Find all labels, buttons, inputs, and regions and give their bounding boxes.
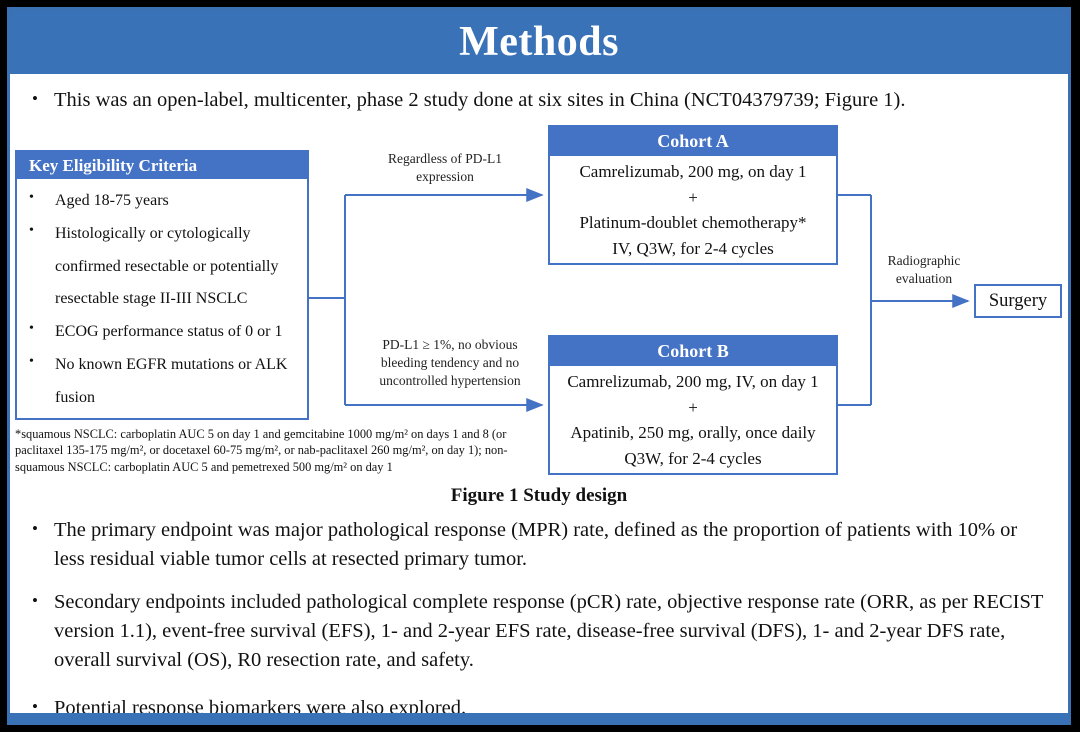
study-design-figure: Key Eligibility Criteria • Aged 18-75 ye… bbox=[10, 120, 1068, 520]
cohort-a-box: Cohort A Camrelizumab, 200 mg, on day 1 … bbox=[548, 125, 838, 265]
cohort-b-line: Q3W, for 2-4 cycles bbox=[624, 448, 762, 468]
bullet-marker: • bbox=[29, 353, 34, 369]
cohort-b-line: + bbox=[688, 397, 698, 417]
bullet-marker: • bbox=[29, 321, 34, 337]
eligibility-item: • No known EGFR mutations or ALK fusion bbox=[29, 349, 305, 415]
radiographic-evaluation-label: Radiographic evaluation bbox=[887, 253, 961, 287]
cohort-a-line: Platinum-doublet chemotherapy* bbox=[579, 213, 807, 232]
bullet-secondary-endpoints-text: Secondary endpoints included pathologica… bbox=[54, 591, 1044, 672]
bottom-accent-bar bbox=[10, 713, 1068, 722]
cohort-b-header: Cohort B bbox=[550, 337, 836, 366]
cohort-b-box: Cohort B Camrelizumab, 200 mg, IV, on da… bbox=[548, 335, 838, 475]
eligibility-list: • Aged 18-75 years • Histologically or c… bbox=[17, 179, 307, 415]
cohort-b-line: Camrelizumab, 200 mg, IV, on day 1 bbox=[567, 372, 819, 391]
cohort-b-line: Apatinib, 250 mg, orally, once daily bbox=[570, 423, 816, 442]
bullet-marker: • bbox=[29, 222, 34, 238]
title-bar: Methods bbox=[10, 10, 1068, 74]
eligibility-header: Key Eligibility Criteria bbox=[17, 152, 307, 179]
cohort-a-line: Camrelizumab, 200 mg, on day 1 bbox=[579, 162, 807, 181]
cohort-a-line: + bbox=[688, 187, 698, 207]
eligibility-item: • Histologically or cytologically confir… bbox=[29, 218, 305, 316]
cohort-b-body: Camrelizumab, 200 mg, IV, on day 1 + Apa… bbox=[550, 366, 836, 471]
chemotherapy-footnote: *squamous NSCLC: carboplatin AUC 5 on da… bbox=[15, 427, 508, 474]
surgery-box: Surgery bbox=[974, 284, 1062, 318]
bullet-secondary-endpoints: • Secondary endpoints included pathologi… bbox=[24, 588, 1050, 675]
cohort-a-line: IV, Q3W, for 2-4 cycles bbox=[612, 238, 774, 258]
eligibility-item: • ECOG performance status of 0 or 1 bbox=[29, 316, 305, 349]
cohort-a-body: Camrelizumab, 200 mg, on day 1 + Platinu… bbox=[550, 156, 836, 261]
slide: Methods • This was an open-label, multic… bbox=[7, 7, 1071, 725]
bullet-study-design: • This was an open-label, multicenter, p… bbox=[24, 86, 1050, 115]
bullet-primary-endpoint-text: The primary endpoint was major pathologi… bbox=[54, 519, 1018, 571]
bullet-marker: • bbox=[32, 89, 38, 108]
page-title: Methods bbox=[459, 19, 619, 65]
bullet-study-design-text: This was an open-label, multicenter, pha… bbox=[54, 89, 906, 111]
connector-lines bbox=[309, 188, 970, 412]
cohort-a-header: Cohort A bbox=[550, 127, 836, 156]
bullet-marker: • bbox=[32, 591, 38, 610]
eligibility-box: Key Eligibility Criteria • Aged 18-75 ye… bbox=[15, 150, 309, 420]
arrow-label-cohort-a: Regardless of PD-L1 expression bbox=[388, 151, 502, 185]
eligibility-item: • Aged 18-75 years bbox=[29, 185, 305, 218]
figure-caption: Figure 1 Study design bbox=[450, 485, 628, 506]
bullet-marker: • bbox=[32, 697, 38, 716]
bullet-marker: • bbox=[32, 519, 38, 538]
surgery-label: Surgery bbox=[988, 290, 1048, 311]
arrow-label-cohort-b: PD-L1 ≥ 1%, no obvious bleeding tendency… bbox=[379, 337, 521, 389]
bullet-marker: • bbox=[29, 190, 34, 205]
bullet-primary-endpoint: • The primary endpoint was major patholo… bbox=[24, 516, 1050, 574]
